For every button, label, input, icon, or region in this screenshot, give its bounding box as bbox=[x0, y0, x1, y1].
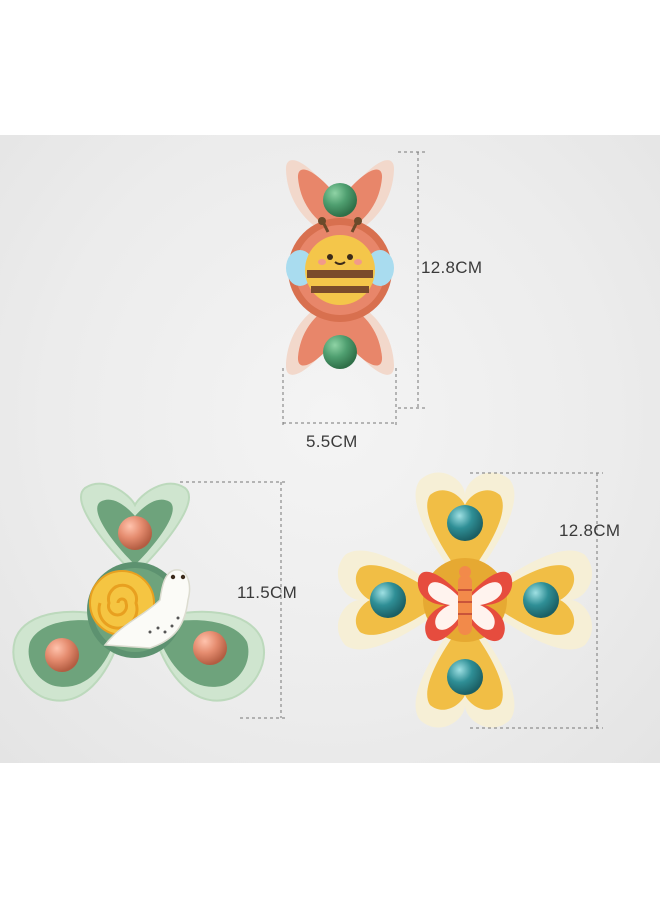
bee-height-label: 12.8CM bbox=[421, 258, 483, 277]
bee-dimension-lines bbox=[282, 151, 425, 428]
butterfly-spinner bbox=[337, 472, 593, 728]
snail-spinner bbox=[12, 482, 265, 702]
snail-height-label: 11.5CM bbox=[237, 583, 298, 602]
butterfly-dimension-lines bbox=[470, 472, 603, 729]
butterfly-height-label: 12.8CM bbox=[559, 521, 621, 540]
snail-dimension-lines bbox=[180, 481, 288, 719]
bee-spinner bbox=[285, 160, 395, 375]
bee-width-label: 5.5CM bbox=[306, 432, 358, 451]
